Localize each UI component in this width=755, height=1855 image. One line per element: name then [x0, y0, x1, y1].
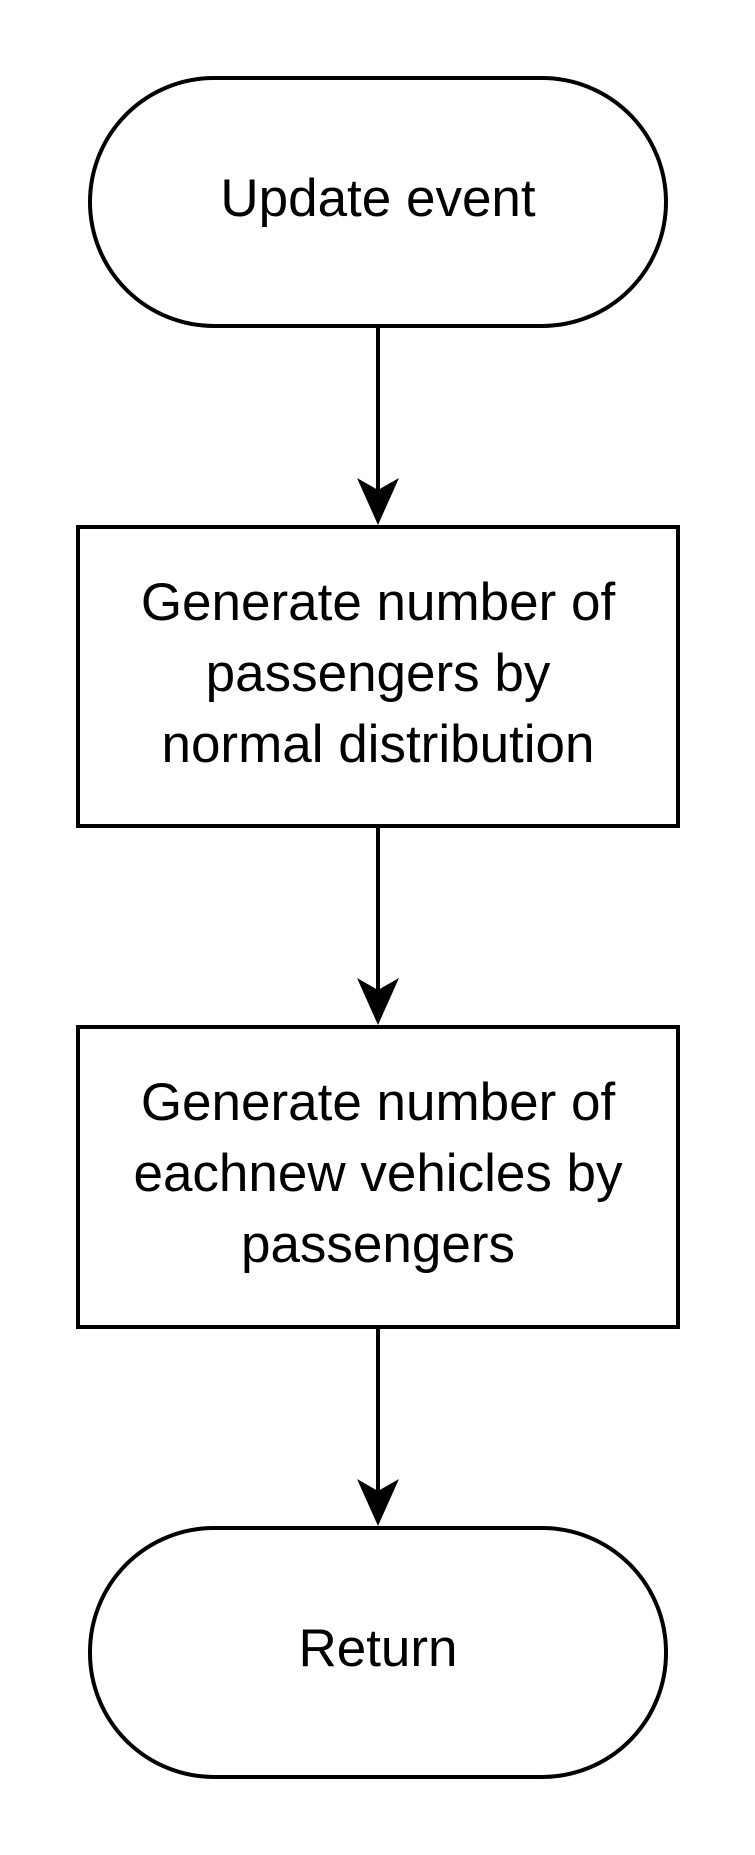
node-process-1: Generate number of passengers by normal …: [76, 525, 680, 828]
arrow-process-1-to-process-2: [357, 826, 399, 1025]
node-end-label: Return: [298, 1619, 457, 1678]
node-process-1-line-2: passengers by: [206, 644, 551, 703]
terminator-shape: [88, 76, 668, 328]
node-end: Return: [88, 1526, 668, 1779]
node-process-2-line-1: Generate number of: [141, 1073, 616, 1132]
node-start: Update event: [88, 76, 668, 328]
node-process-2: Generate number of eachnew vehicles by p…: [76, 1025, 680, 1329]
process-shape: [76, 525, 680, 828]
node-start-label: Update event: [220, 169, 536, 228]
node-process-2-line-3: passengers: [241, 1215, 515, 1274]
arrowhead-icon: [357, 978, 399, 1025]
arrow-start-to-process-1: [357, 326, 399, 525]
arrow-process-2-to-end: [357, 1327, 399, 1526]
node-process-1-line-3: normal distribution: [161, 715, 594, 774]
node-process-1-line-1: Generate number of: [141, 573, 616, 632]
arrowhead-icon: [357, 478, 399, 525]
process-shape: [76, 1025, 680, 1329]
terminator-shape: [88, 1526, 668, 1779]
node-process-2-line-2: eachnew vehicles by: [133, 1144, 623, 1203]
arrowhead-icon: [357, 1479, 399, 1526]
